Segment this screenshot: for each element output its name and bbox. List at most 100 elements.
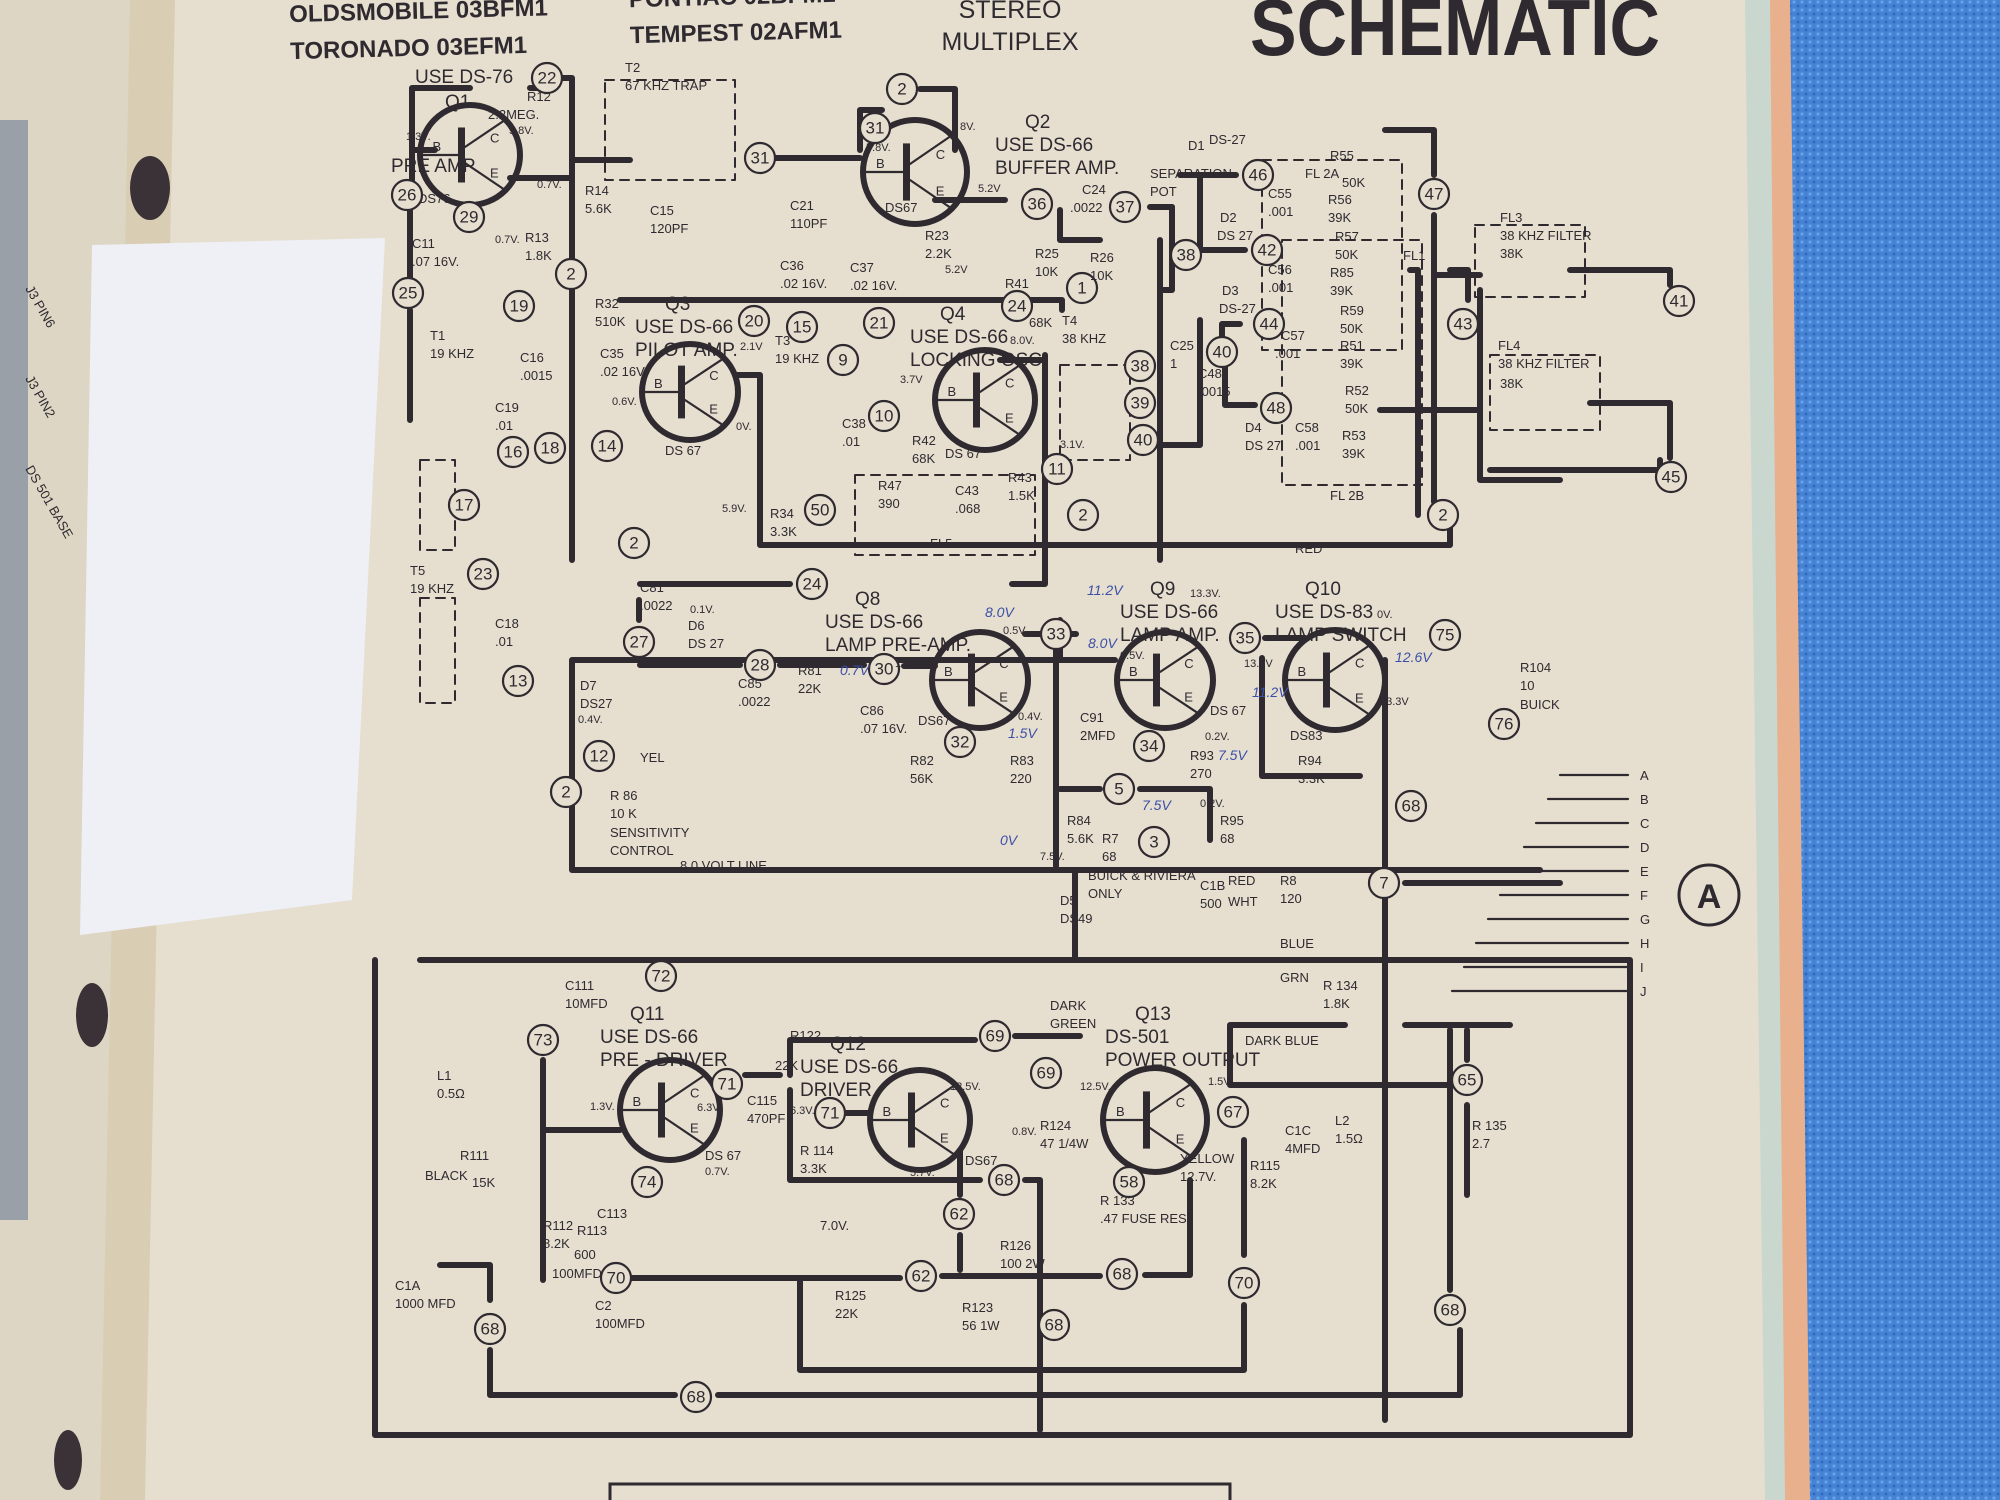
component-ref: FL5 <box>930 536 952 551</box>
node-number: 9 <box>838 351 847 370</box>
component-value: .02 16V. <box>780 276 827 291</box>
component-label: 38K <box>1500 376 1523 391</box>
emitter-pin-letter: E <box>1176 1131 1185 1146</box>
component-ref: C43 <box>955 483 979 498</box>
component-label: C16.0015 <box>520 350 553 383</box>
component-ref: C58 <box>1295 420 1319 435</box>
component-label: C18.01 <box>495 616 519 649</box>
component-label: FL 2B <box>1330 488 1364 503</box>
transistor-type: DS83 <box>1290 728 1323 743</box>
component-ref: R82 <box>910 753 934 768</box>
emitter-pin-letter: E <box>690 1121 699 1136</box>
test-point-node: 17 <box>447 488 481 522</box>
test-point-node: 40 <box>1205 335 1239 369</box>
left-page-figure <box>0 120 28 1220</box>
emitter-pin-letter: E <box>936 183 945 198</box>
component-value: 22K <box>798 681 821 696</box>
component-ref: R115 <box>1250 1158 1280 1173</box>
component-ref: BUICK <box>1520 697 1560 712</box>
node-number: 2 <box>629 534 638 553</box>
test-point-node: 37 <box>1108 190 1142 224</box>
component-value: 8.2K <box>1250 1176 1277 1191</box>
handwritten-voltage: 12.6V <box>1395 649 1433 665</box>
component-value: 1.5K <box>1008 488 1035 503</box>
transistor-ref: Q10 <box>1305 579 1341 600</box>
component-ref: C91 <box>1080 710 1104 725</box>
header-subtitle: STEREO <box>959 0 1062 24</box>
base-pin-letter: B <box>1129 664 1138 679</box>
test-point-node: 42 <box>1250 233 1284 267</box>
node-number: 15 <box>793 318 812 337</box>
sticky-note <box>80 238 385 935</box>
transistor-type: DS 67 <box>1210 703 1246 718</box>
test-point-node: 23 <box>466 557 500 591</box>
component-value: .02 16V <box>600 364 645 379</box>
node-number: 23 <box>474 565 493 584</box>
component-ref: R84 <box>1067 813 1091 828</box>
component-value: .001 <box>1275 346 1300 361</box>
component-ref: R42 <box>912 433 936 448</box>
component-value: 10 K <box>610 806 637 821</box>
cable-letter: C <box>1640 816 1649 831</box>
component-ref: R113 <box>577 1223 607 1238</box>
header-model: TEMPEST 02AFM1 <box>630 17 843 50</box>
node-number: 45 <box>1662 468 1681 487</box>
node-number: 12 <box>590 747 609 766</box>
component-label: C86.07 16V. <box>860 703 907 736</box>
node-number: 28 <box>751 656 770 675</box>
node-number: 38 <box>1131 357 1150 376</box>
transistor-type: DS 67 <box>665 443 701 458</box>
component-value: 390 <box>878 496 900 511</box>
component-value: .07 16V. <box>860 721 907 736</box>
transistor-role: POWER OUTPUT <box>1105 1050 1261 1071</box>
component-ref: FL3 <box>1500 210 1522 225</box>
component-value: 50K <box>1345 401 1368 416</box>
component-value: 600 <box>574 1247 596 1262</box>
transistor-type: DS 67 <box>945 446 981 461</box>
component-ref: R 114 <box>800 1143 834 1158</box>
emitter-pin-letter: E <box>490 166 499 181</box>
node-number: 37 <box>1116 198 1135 217</box>
component-ref: BLUE <box>1280 936 1314 951</box>
cable-letter: E <box>1640 864 1649 879</box>
collector-pin-letter: C <box>690 1086 699 1101</box>
component-ref: GRN <box>1280 970 1309 985</box>
transistor-type: DS67 <box>918 713 951 728</box>
component-value: 110PF <box>790 216 827 231</box>
voltage-reading: 0.2V. <box>1205 731 1230 743</box>
component-ref: R122 <box>790 1028 821 1043</box>
component-value: 8.2K <box>543 1236 570 1251</box>
node-number: 20 <box>745 312 764 331</box>
component-value: 1000 MFD <box>395 1296 456 1311</box>
component-label: C24.0022 <box>1070 182 1106 215</box>
component-value: 100 2W <box>1000 1256 1046 1271</box>
base-pin-letter: B <box>433 139 442 154</box>
voltage-reading: 8.0V. <box>1010 335 1035 347</box>
transistor-part: USE DS-66 <box>800 1057 898 1078</box>
component-ref: FL 2A <box>1305 166 1340 181</box>
section-badge-label: A <box>1697 878 1722 916</box>
test-point-node: 1 <box>1065 271 1099 305</box>
cable-letter: A <box>1640 768 1649 783</box>
component-ref: R 86 <box>610 788 637 803</box>
component-ref: T1 <box>430 328 445 343</box>
component-ref: R56 <box>1328 192 1352 207</box>
component-ref: C113 <box>597 1206 627 1221</box>
binder-hole <box>76 983 108 1047</box>
component-ref: R41 <box>1005 276 1029 291</box>
component-value: 3.3K <box>800 1161 827 1176</box>
